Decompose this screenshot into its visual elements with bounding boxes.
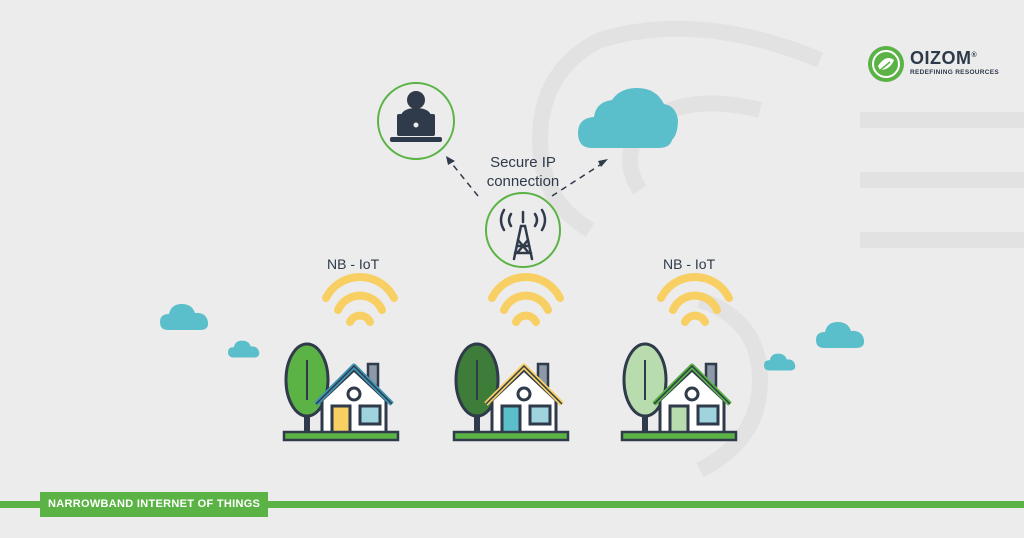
nb-iot-label-right: NB - IoT [663, 256, 716, 272]
nb-iot-label-left: NB - IoT [327, 256, 380, 272]
cell-tower-icon [499, 208, 547, 261]
secure-ip-line2: connection [486, 173, 560, 190]
house-icon [620, 342, 738, 442]
footer-tag: NARROWBAND INTERNET OF THINGS [40, 492, 269, 517]
cell-tower-node [485, 192, 561, 268]
tree-icon [284, 342, 330, 434]
laptop-user-icon [390, 91, 442, 142]
cloud-icon [764, 353, 796, 371]
secure-ip-label: Secure IP connection [463, 153, 583, 191]
leaf-logo-icon [868, 46, 904, 82]
connection-arrows [446, 156, 608, 197]
cloud-icon [160, 304, 209, 330]
cloud-icon [816, 322, 865, 348]
laptop-user-node [377, 82, 455, 160]
cloud-icon [228, 340, 260, 358]
background-watermark [531, 20, 1024, 478]
wifi-icon [492, 277, 560, 322]
house-icon [452, 342, 570, 442]
secure-ip-line1: Secure IP [490, 154, 556, 171]
cloud-icon [578, 88, 678, 148]
oizom-logo: OIZOM® REDEFINING RESOURCES [866, 44, 1006, 84]
wifi-icon [326, 277, 394, 322]
house-icon [282, 342, 400, 442]
tree-icon [622, 342, 668, 434]
tree-icon [454, 342, 500, 434]
logo-tagline: REDEFINING RESOURCES [910, 69, 1000, 76]
footer-bar [0, 501, 1024, 508]
logo-name: OIZOM® [910, 48, 978, 68]
